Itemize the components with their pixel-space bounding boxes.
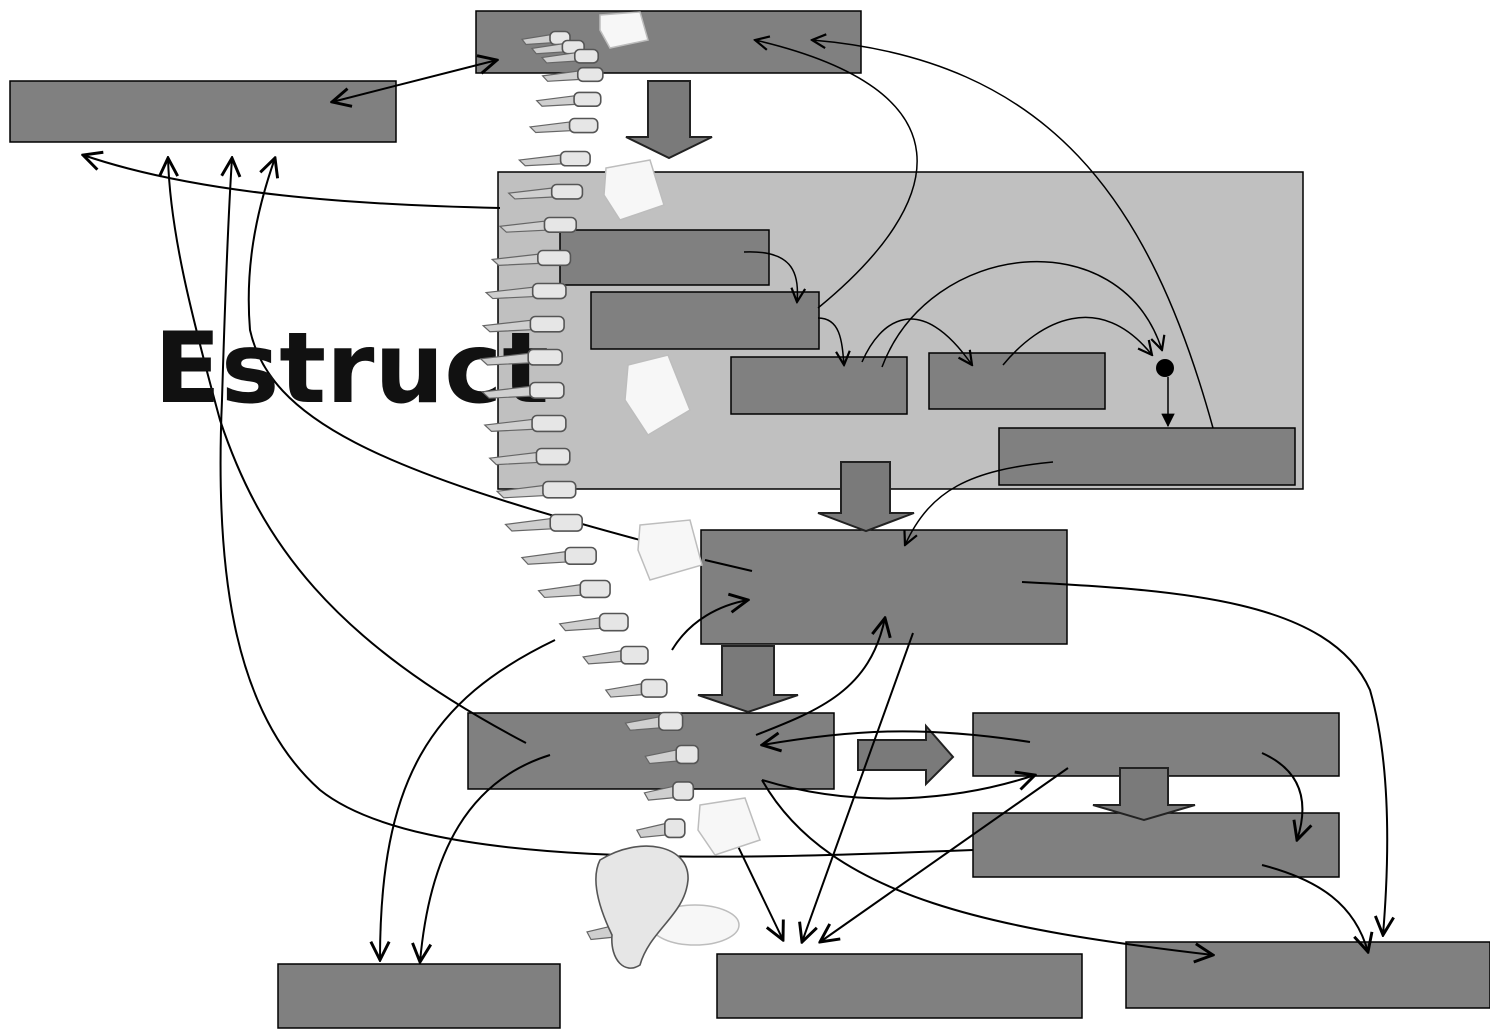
vertebra <box>552 185 583 199</box>
vertebra <box>561 152 591 166</box>
vertebra-process <box>530 121 575 132</box>
paper-blob-icon <box>638 520 702 580</box>
vertebra-process <box>606 683 647 697</box>
paper-blob-icon <box>698 798 760 855</box>
vertebra <box>621 647 648 664</box>
vertebra-process <box>539 584 587 598</box>
box-top-left <box>10 81 396 142</box>
vertebra <box>676 746 698 764</box>
vertebra <box>532 416 566 432</box>
vertebra <box>530 383 564 399</box>
vertebra-process <box>519 154 566 165</box>
junction-dot-icon <box>1156 359 1174 377</box>
box-panel-5 <box>999 428 1295 485</box>
vertebra <box>538 251 571 266</box>
vertebra <box>580 581 610 598</box>
box-panel-4 <box>929 353 1105 409</box>
sacrum <box>596 846 688 968</box>
vertebra <box>600 614 628 631</box>
vertebra <box>543 482 576 498</box>
vertebra <box>665 819 685 837</box>
flow-arrow-top-down <box>626 81 712 158</box>
vertebra <box>536 449 569 465</box>
vertebra <box>570 119 598 133</box>
box-lower-right-lower <box>973 813 1339 877</box>
vertebra <box>533 284 566 299</box>
vertebra <box>578 68 603 82</box>
box-panel-3 <box>731 357 907 414</box>
vertebra-process <box>505 518 556 531</box>
vertebra-process <box>522 551 572 564</box>
vertebra <box>673 782 693 800</box>
box-bottom-center <box>717 954 1082 1018</box>
vertebra <box>530 317 564 332</box>
vertebra-process <box>537 95 580 106</box>
box-middle-center <box>701 530 1067 644</box>
vertebra <box>574 92 601 106</box>
box-bottom-left <box>278 964 560 1028</box>
vertebra-process <box>560 617 606 631</box>
vertebra <box>565 548 596 565</box>
box-panel-2 <box>591 292 819 349</box>
vertebra <box>550 515 582 532</box>
vertebra <box>528 350 562 365</box>
vertebra <box>544 218 576 233</box>
box-panel-1 <box>560 230 769 285</box>
flow-arrow-middle-down <box>698 646 798 712</box>
vertebra <box>659 713 683 731</box>
vertebra <box>575 50 598 63</box>
vertebra <box>641 680 666 698</box>
vertebra-process <box>583 650 626 664</box>
flow-arrow-right <box>858 726 953 784</box>
